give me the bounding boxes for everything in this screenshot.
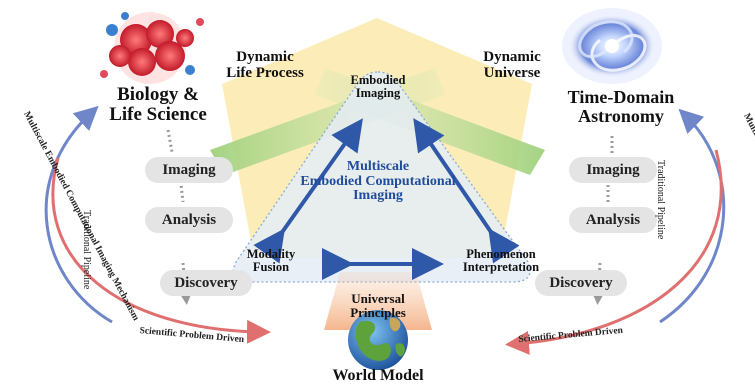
globe-icon bbox=[348, 310, 408, 370]
right-domain-line1: Time-Domain bbox=[567, 87, 675, 107]
pipeline-right-discovery: Discovery bbox=[535, 270, 627, 296]
center-title: Multiscale Embodied Computational Imagin… bbox=[298, 159, 458, 204]
right-domain-title: Time-Domain Astronomy bbox=[566, 88, 676, 126]
mechanism-arc-left bbox=[44, 105, 113, 324]
center-title-line2: Embodied Computational bbox=[300, 173, 456, 189]
modality-line1: Modality bbox=[246, 247, 296, 261]
problem-arc-left bbox=[51, 157, 271, 344]
phenomenon-label: Phenomenon Interpretation bbox=[446, 247, 556, 275]
pipeline-left-imaging: Imaging bbox=[145, 157, 233, 183]
dynamic-universe-line1: Dynamic bbox=[483, 49, 541, 65]
pipeline-left-analysis: Analysis bbox=[145, 207, 233, 233]
phenomenon-line1: Phenomenon bbox=[466, 247, 536, 261]
pipeline-right-label: Traditional Pipeline bbox=[655, 160, 666, 240]
pipeline-right-imaging: Imaging bbox=[569, 157, 657, 183]
modality-fusion-label: Modality Fusion bbox=[236, 247, 306, 275]
arrow-to-embodied-right bbox=[413, 118, 520, 264]
universal-line1: Universal bbox=[351, 291, 405, 306]
arrow-to-embodied-left bbox=[253, 118, 363, 264]
embodied-imaging-label: Embodied Imaging bbox=[328, 73, 428, 101]
pipeline-right-analysis: Analysis bbox=[569, 207, 657, 233]
left-domain-line1: Biology & bbox=[117, 84, 199, 105]
center-title-line3: Imaging bbox=[353, 188, 403, 204]
center-title-line1: Multiscale bbox=[346, 159, 410, 174]
modality-line2: Fusion bbox=[252, 260, 290, 275]
universal-funnel bbox=[324, 272, 432, 330]
pipeline-left-discovery: Discovery bbox=[160, 270, 252, 296]
pipeline-left-connector-2 bbox=[178, 175, 185, 203]
world-model-label: World Model bbox=[332, 367, 424, 384]
dynamic-life-line2: Life Process bbox=[226, 64, 304, 81]
problem-arc-right bbox=[505, 149, 723, 355]
right-domain-line2: Astronomy bbox=[578, 105, 664, 126]
universal-line2: Principles bbox=[350, 304, 406, 320]
embodied-line1: Embodied bbox=[350, 73, 406, 87]
universal-principles-label: Universal Principles bbox=[338, 292, 418, 319]
dynamic-life-line1: Dynamic bbox=[236, 49, 294, 65]
pipeline-left-connector-1 bbox=[166, 129, 174, 153]
dynamic-universe-line2: Universe bbox=[483, 64, 541, 81]
mechanism-arc-right bbox=[659, 108, 726, 324]
dynamic-universe-label: Dynamic Universe bbox=[472, 49, 552, 82]
galaxy-icon bbox=[562, 8, 662, 84]
left-domain-line2: Life Science bbox=[109, 103, 207, 125]
dynamic-life-process-label: Dynamic Life Process bbox=[210, 49, 320, 82]
phenomenon-line2: Interpretation bbox=[462, 260, 540, 275]
cell-cluster-icon bbox=[100, 12, 204, 84]
left-domain-title: Biology & Life Science bbox=[98, 85, 218, 125]
embodied-line2: Imaging bbox=[355, 86, 401, 101]
